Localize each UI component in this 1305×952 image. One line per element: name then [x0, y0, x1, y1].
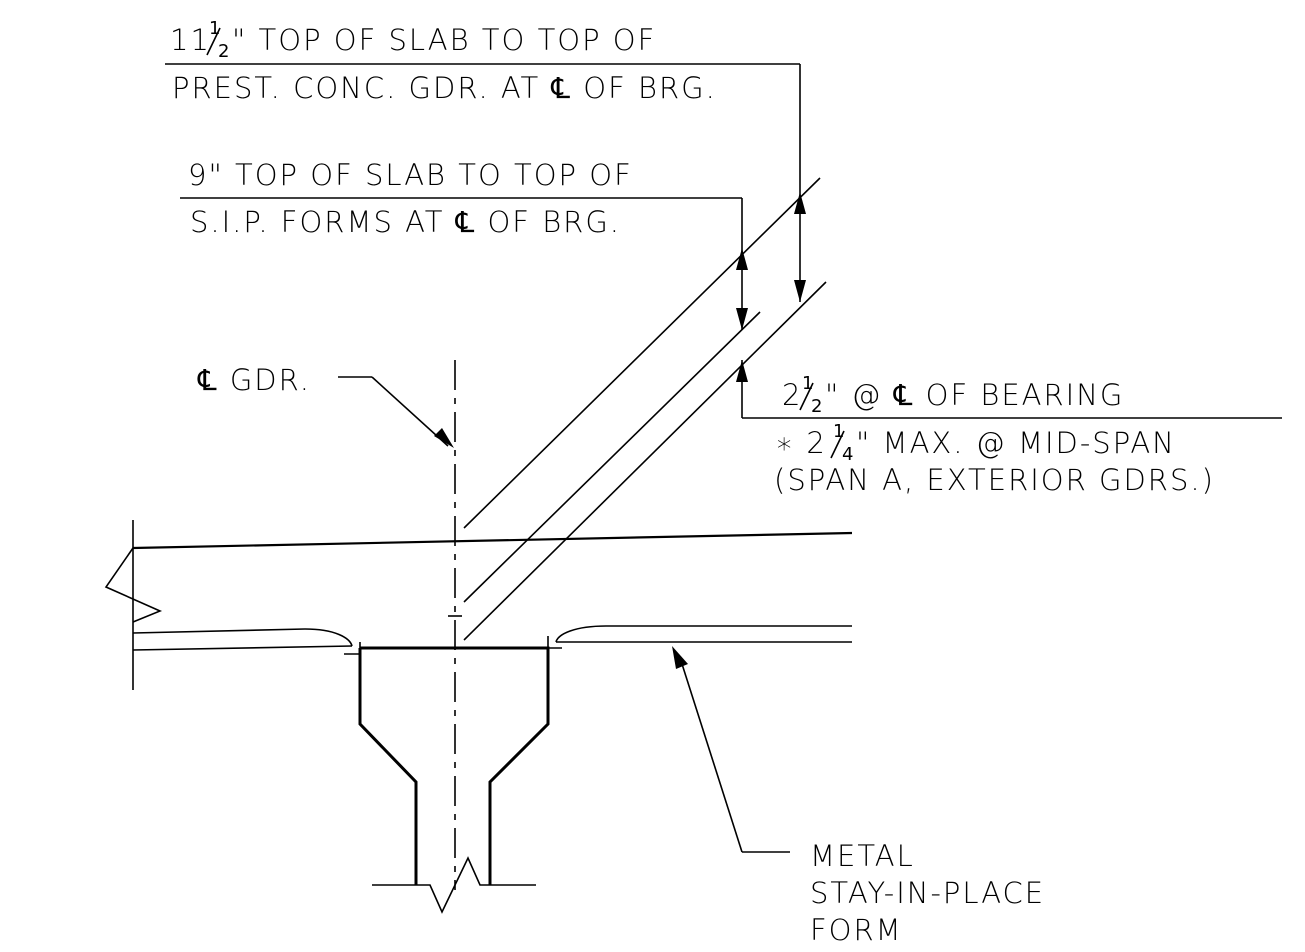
girder-outline-right	[360, 646, 550, 885]
form-leader	[681, 663, 743, 853]
callout-2-line2: S.I.P. FORMS AT ℄ OF BRG.	[190, 205, 621, 239]
callout-3-frac2-num: 1	[833, 421, 844, 442]
skew-line-top-of-girder	[463, 281, 827, 641]
form-label-line1: METAL	[810, 839, 915, 873]
skewed-section-lines	[463, 177, 827, 641]
stay-in-place-form-callout: METAL STAY-IN-PLACE FORM	[672, 646, 1045, 947]
callout-slab-to-girder: 11 1 2 " TOP OF SLAB TO TOP OF PREST. CO…	[165, 18, 806, 302]
callout-1-line2: PREST. CONC. GDR. AT ℄ OF BRG.	[172, 71, 717, 105]
callout-2-arrow-up	[736, 248, 748, 270]
callout-3-line1-rest: " @ ℄ OF BEARING	[825, 378, 1124, 412]
callout-1-arrow-up	[794, 192, 806, 214]
callout-3-frac2-den: 4	[842, 444, 853, 465]
callout-3-line2-prefix: ∗ 2	[775, 426, 827, 460]
callout-1-line1-whole: 11	[170, 23, 211, 57]
left-form-top	[132, 628, 306, 634]
form-label-line3: FORM	[810, 913, 903, 947]
skew-line-top-of-slab	[463, 177, 821, 529]
left-form-bottom	[132, 645, 353, 651]
top-of-slab-line	[132, 531, 853, 550]
girder-centerline-label: ℄ GDR.	[197, 363, 311, 397]
slab-break-symbol	[104, 547, 163, 623]
callout-1-frac-bar	[206, 27, 221, 56]
callout-1-line1-rest: " TOP OF SLAB TO TOP OF	[232, 23, 656, 57]
girder-break-symbol	[372, 856, 536, 914]
right-form-curve	[555, 625, 607, 643]
girder-centerline-arrow	[434, 428, 454, 448]
callout-haunch: 2 1 2 " @ ℄ OF BEARING ∗ 2 1 4 " MAX. @ …	[736, 360, 1282, 497]
callout-slab-to-forms: 9" TOP OF SLAB TO TOP OF S.I.P. FORMS AT…	[180, 158, 748, 330]
girder-outline-left	[358, 648, 418, 885]
deck-slab	[104, 520, 853, 690]
left-form-curve	[304, 628, 353, 647]
callout-2-arrow-down	[736, 308, 748, 330]
callout-3-frac-bar	[799, 382, 814, 411]
callout-3-frac2-bar	[830, 430, 845, 459]
callout-3-line2-rest: " MAX. @ MID-SPAN	[856, 426, 1176, 460]
prestressed-girder	[358, 646, 550, 914]
girder-centerline-callout: ℄ GDR.	[197, 363, 454, 448]
form-label-line2: STAY-IN-PLACE	[810, 876, 1045, 910]
callout-1-frac-den: 2	[218, 41, 229, 62]
callout-1-frac-num: 1	[209, 18, 220, 39]
callout-3-frac-num: 1	[802, 373, 813, 394]
callout-1-arrow-down	[794, 280, 806, 302]
girder-centerline-leader	[371, 376, 449, 447]
callout-3-line1-whole: 2	[782, 378, 802, 412]
callout-3-frac-den: 2	[811, 396, 822, 417]
form-arrow	[672, 646, 688, 669]
skew-line-top-of-forms	[463, 311, 761, 603]
callout-2-line1: 9" TOP OF SLAB TO TOP OF	[188, 158, 633, 192]
callout-3-line3: (SPAN A, EXTERIOR GDRS.)	[774, 463, 1215, 497]
